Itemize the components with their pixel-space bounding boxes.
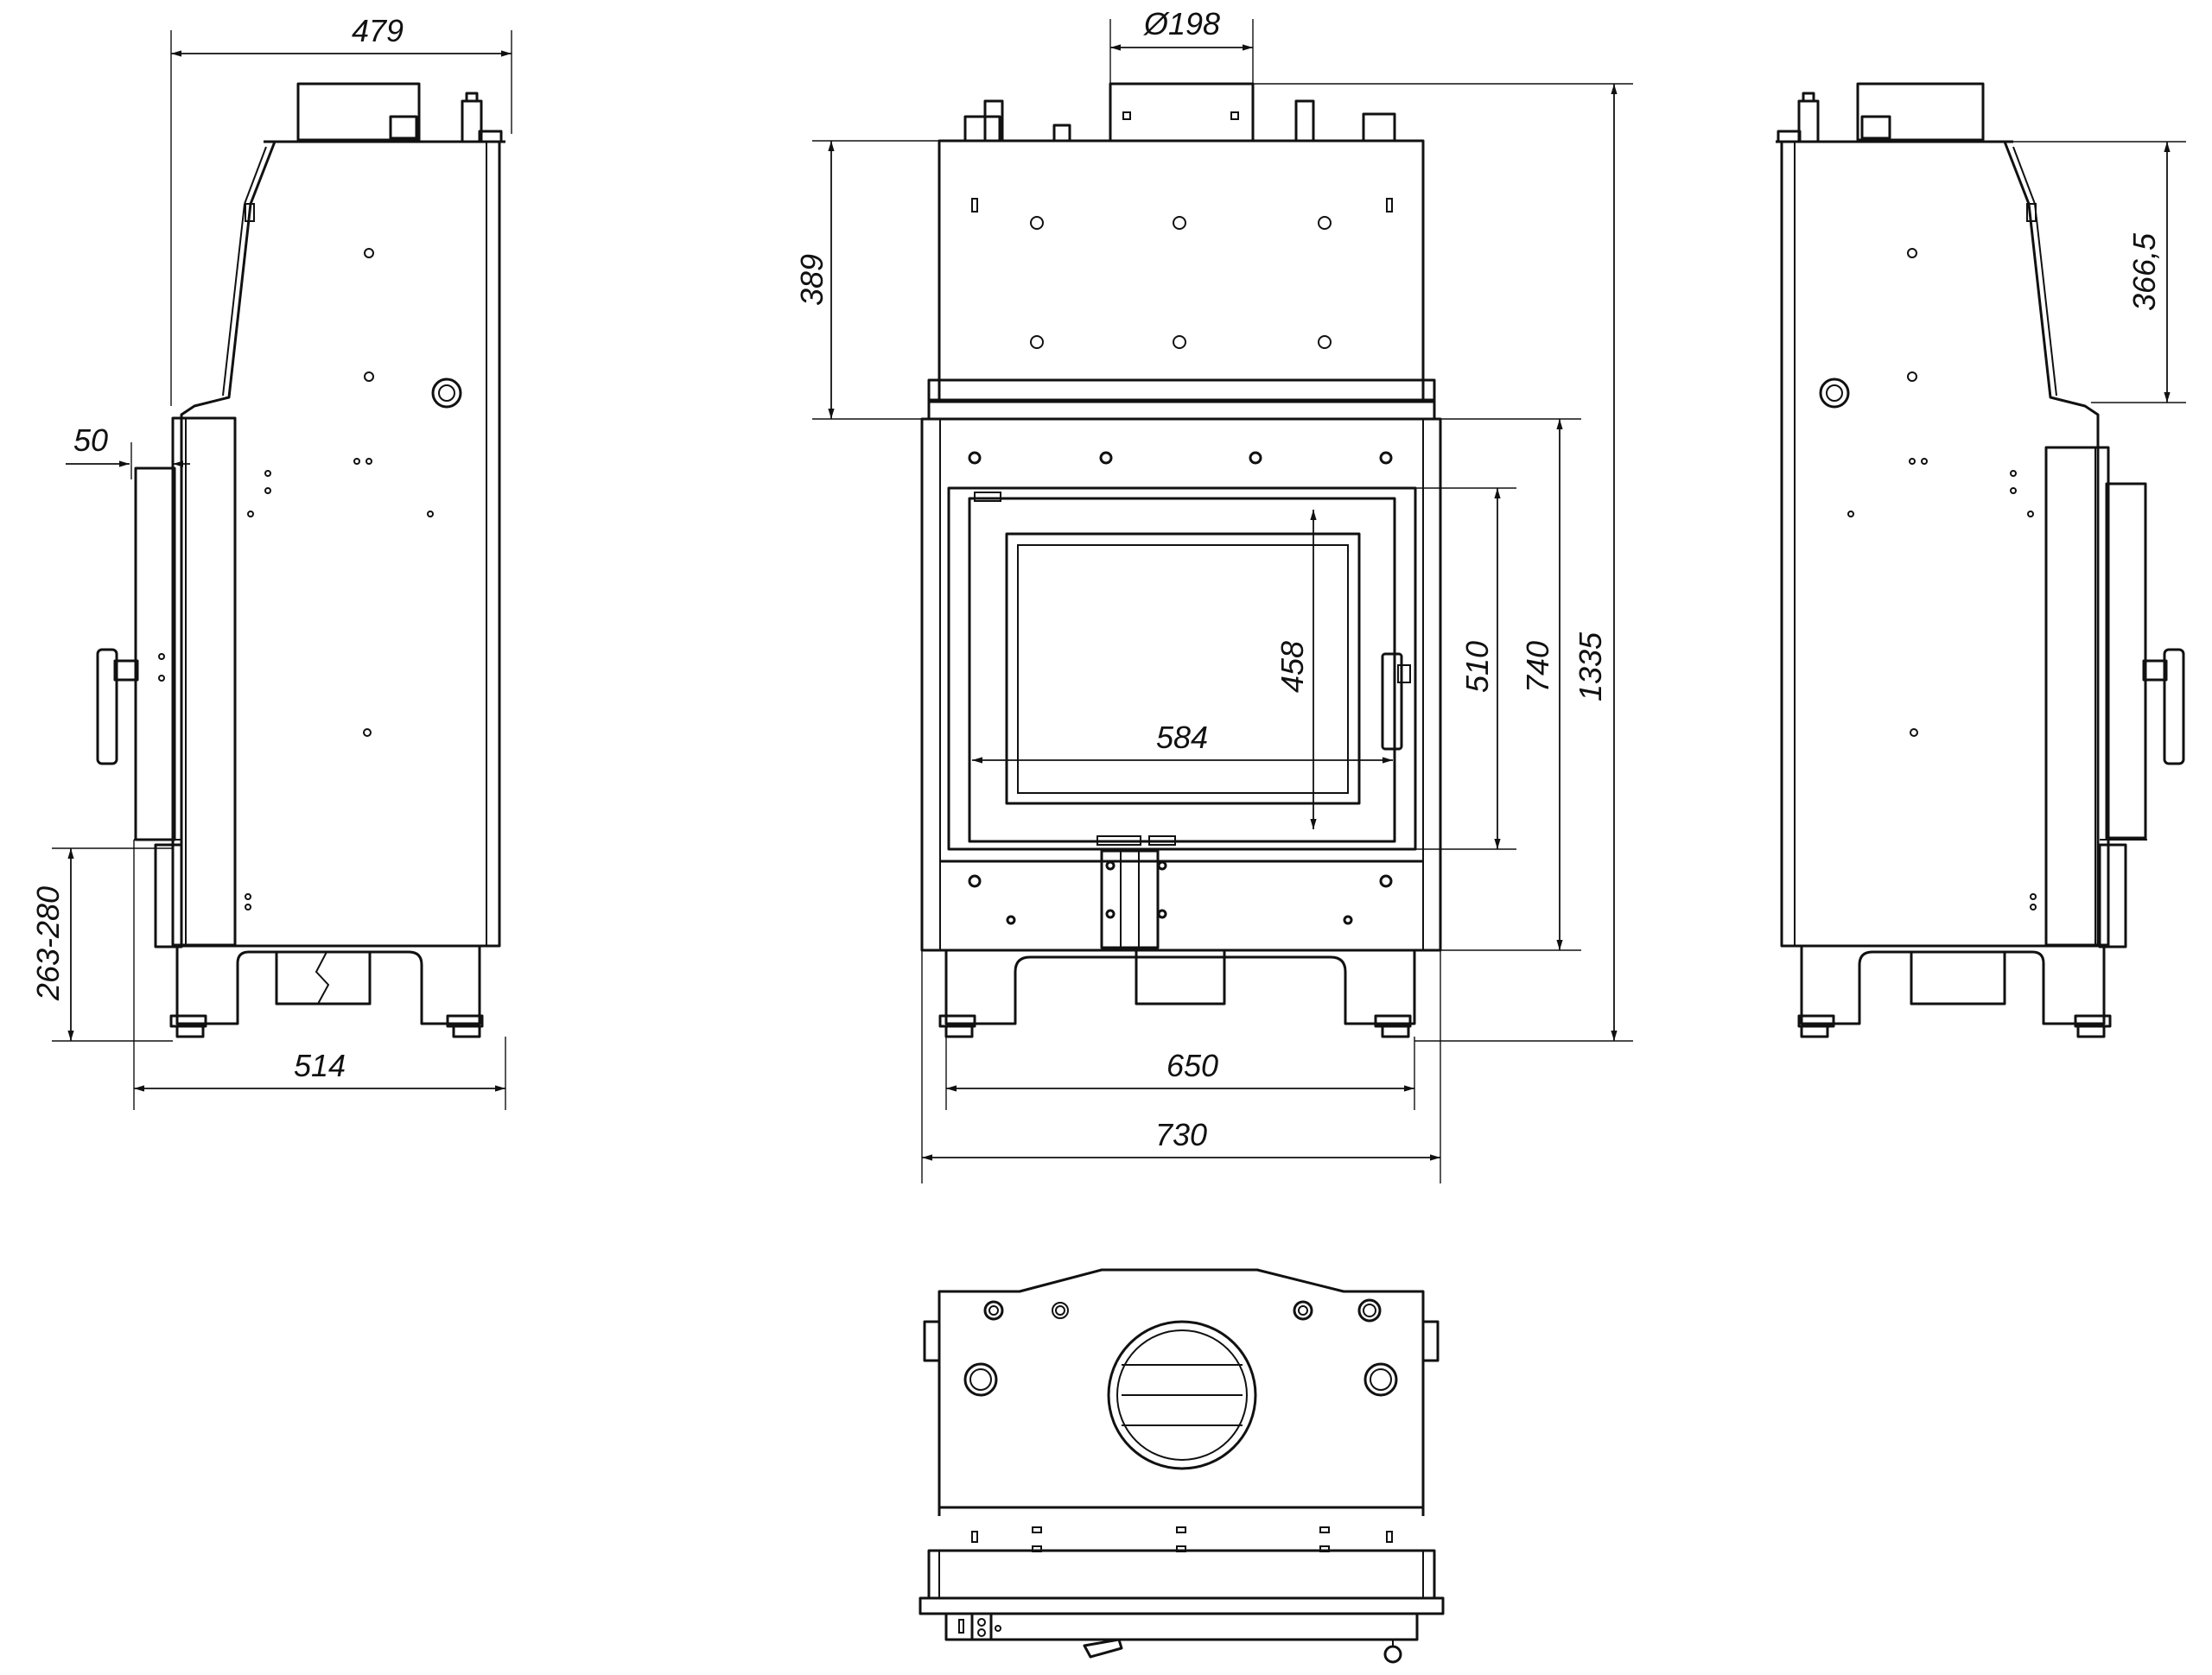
left-flue-box — [296, 82, 421, 142]
dim-50: 50 — [73, 422, 108, 458]
left-water-port — [431, 378, 462, 409]
left-door-handle — [96, 648, 118, 765]
front-top-section — [938, 139, 1425, 402]
right-water-port — [1819, 378, 1850, 409]
dim-514: 514 — [294, 1048, 346, 1083]
dim-730: 730 — [1155, 1117, 1207, 1152]
dim-479: 479 — [352, 13, 404, 48]
top-view-outline — [938, 1268, 1425, 1516]
dim-458: 458 — [1274, 641, 1310, 693]
dim-740: 740 — [1520, 641, 1555, 693]
front-door-frame — [947, 486, 1417, 851]
dim-1335: 1335 — [1573, 631, 1608, 701]
right-door-handle — [2163, 648, 2185, 765]
dim-389: 389 — [794, 254, 830, 306]
right-body-outline — [1780, 141, 2100, 948]
right-flue-box — [1856, 82, 1985, 142]
right-dimensions: 366,5 — [2013, 141, 2186, 403]
front-door-handle — [1381, 652, 1403, 751]
top-view — [918, 1268, 1445, 1664]
dim-584: 584 — [1156, 720, 1208, 755]
right-door-panel — [2044, 446, 2110, 947]
front-view — [920, 82, 1442, 1038]
dim-198: Ø198 — [1143, 6, 1220, 41]
right-side-view — [1776, 82, 2185, 1038]
top-flue-outlet — [1107, 1320, 1257, 1470]
front-air-control — [1100, 849, 1160, 949]
left-side-view — [96, 82, 505, 1038]
left-door-panel — [171, 416, 237, 947]
left-dimensions: 479 50 263-280 514 — [30, 13, 512, 1110]
front-glass-outer — [1005, 532, 1361, 805]
dim-650: 650 — [1166, 1048, 1218, 1083]
left-body-outline — [180, 141, 501, 948]
front-glass-inner — [1017, 544, 1349, 794]
front-dimensions: Ø198 389 458 584 510 740 1335 650 730 — [794, 6, 1633, 1183]
dim-263-280: 263-280 — [30, 886, 66, 1001]
dim-366-5: 366,5 — [2126, 232, 2162, 311]
front-door — [968, 497, 1396, 843]
dim-510: 510 — [1459, 641, 1495, 693]
